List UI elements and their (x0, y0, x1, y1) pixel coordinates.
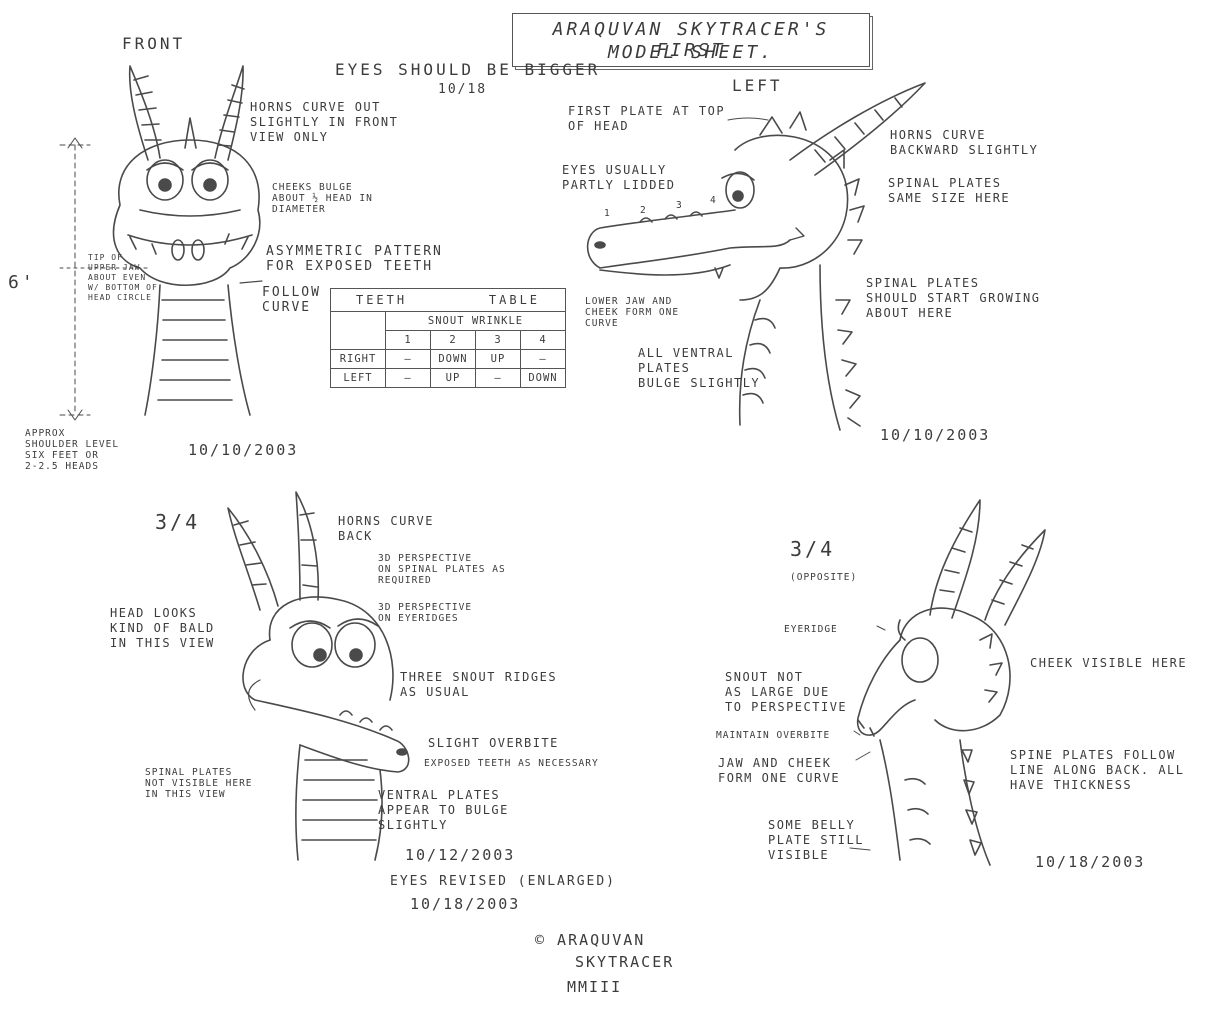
note-shoulder: APPROX SHOULDER LEVEL SIX FEET OR 2-2.5 … (25, 428, 120, 472)
note-horns-left: HORNS CURVE BACKWARD SLIGHTLY (890, 128, 1039, 157)
note-eyes-bigger-date: 10/18 (438, 82, 488, 97)
signature-line-1: © ARAQUVAN (535, 931, 646, 949)
teeth-cell: DOWN (520, 368, 566, 388)
note-cheek-visible: CHEEK VISIBLE HERE (1030, 656, 1188, 670)
view-label-opposite: (OPPOSITE) (790, 572, 858, 583)
three-quarter-opposite-view-dragon (849, 499, 1046, 866)
note-persp-eyeridges: 3D PERSPECTIVE ON EYERIDGES (378, 602, 473, 624)
note-eyes-revised: EYES REVISED (ENLARGED) (390, 874, 617, 889)
note-spine-follow: SPINE PLATES FOLLOW LINE ALONG BACK. ALL… (1010, 748, 1185, 792)
note-first-plate: FIRST PLATE AT TOP OF HEAD (568, 104, 726, 133)
title-box: ARAQUVAN SKYTRACER'S FIRST MODEL SHEET. (512, 13, 870, 67)
note-asymmetric: ASYMMETRIC PATTERN FOR EXPOSED TEETH (266, 244, 443, 274)
teeth-cell: UP (475, 349, 521, 369)
teeth-row-left: LEFT — UP — DOWN (330, 368, 566, 388)
note-num-3: 3 (676, 200, 683, 211)
note-ventral-appear: VENTRAL PLATES APPEAR TO BULGE SLIGHTLY (378, 788, 509, 832)
note-num-4: 4 (710, 195, 717, 206)
view-label-three-quarter-opposite: 3/4 (790, 537, 836, 561)
note-horns-back: HORNS CURVE BACK (338, 514, 434, 543)
note-horns-front: HORNS CURVE OUT SLIGHTLY IN FRONT VIEW O… (250, 100, 399, 144)
note-jaw-cheek: JAW AND CHEEK FORM ONE CURVE (718, 756, 841, 785)
note-eyeridge: EYERIDGE (784, 624, 838, 635)
date-eyes-revised: 10/18/2003 (410, 895, 521, 913)
note-spinal-not-visible: SPINAL PLATES NOT VISIBLE HERE IN THIS V… (145, 767, 253, 800)
note-three-ridges: THREE SNOUT RIDGES AS USUAL (400, 670, 558, 699)
teeth-col-3: 3 (475, 330, 521, 350)
teeth-cell: — (475, 368, 521, 388)
teeth-row-label: LEFT (330, 368, 386, 388)
teeth-table-title-left: TEETH (355, 293, 408, 307)
signature-line-3: MMIII (567, 978, 623, 996)
note-bald: HEAD LOOKS KIND OF BALD IN THIS VIEW (110, 606, 215, 650)
note-cheeks: CHEEKS BULGE ABOUT ½ HEAD IN DIAMETER (272, 182, 373, 215)
teeth-cell: DOWN (430, 349, 476, 369)
note-height: 6' (8, 272, 36, 293)
date-three-quarter: 10/12/2003 (405, 846, 516, 864)
teeth-col-4: 4 (520, 330, 566, 350)
left-view-dragon (586, 82, 926, 431)
title-line-1: ARAQUVAN SKYTRACER'S FIRST (552, 19, 830, 61)
note-maintain-overbite: MAINTAIN OVERBITE (716, 730, 831, 741)
note-spinal-same: SPINAL PLATES SAME SIZE HERE (888, 176, 1011, 205)
note-eyes-bigger: EYES SHOULD BE BIGGER (335, 60, 601, 79)
teeth-table: TEETH TABLE SNOUT WRINKLE 1 2 3 4 RIGHT … (330, 288, 566, 388)
date-left: 10/10/2003 (880, 426, 991, 444)
teeth-col-2: 2 (430, 330, 476, 350)
note-persp-spinal: 3D PERSPECTIVE ON SPINAL PLATES AS REQUI… (378, 553, 506, 586)
view-label-three-quarter: 3/4 (155, 510, 201, 534)
view-label-left: LEFT (732, 76, 783, 95)
note-tip-jaw: TIP OF UPPER JAW ABOUT EVEN W/ BOTTOM OF… (88, 253, 158, 302)
note-spinal-grow: SPINAL PLATES SHOULD START GROWING ABOUT… (866, 276, 1041, 320)
note-overbite: SLIGHT OVERBITE (428, 736, 559, 750)
teeth-cell: UP (430, 368, 476, 388)
title-line-2: MODEL SHEET. (607, 42, 775, 63)
teeth-col-1: 1 (385, 330, 431, 350)
teeth-table-title-right: TABLE (488, 293, 541, 307)
view-label-front: FRONT (122, 34, 186, 53)
front-view-dragon (59, 65, 263, 421)
teeth-table-header: SNOUT WRINKLE (385, 311, 566, 331)
note-lower-jaw: LOWER JAW AND CHEEK FORM ONE CURVE (585, 296, 680, 329)
date-front: 10/10/2003 (188, 441, 299, 459)
note-exposed-teeth: EXPOSED TEETH AS NECESSARY (424, 758, 599, 769)
teeth-row-right: RIGHT — DOWN UP — (330, 349, 566, 369)
note-belly-plate: SOME BELLY PLATE STILL VISIBLE (768, 818, 864, 862)
note-num-1: 1 (604, 208, 611, 219)
note-follow-curve: FOLLOW CURVE (262, 285, 321, 315)
note-num-2: 2 (640, 205, 647, 216)
teeth-cell: — (385, 368, 431, 388)
note-snout-not-large: SNOUT NOT AS LARGE DUE TO PERSPECTIVE (725, 670, 848, 714)
teeth-cell: — (520, 349, 566, 369)
note-ventral-bulge: ALL VENTRAL PLATES BULGE SLIGHTLY (638, 346, 761, 390)
note-eyes-lidded: EYES USUALLY PARTLY LIDDED (562, 163, 676, 192)
teeth-cell: — (385, 349, 431, 369)
signature-line-2: SKYTRACER (575, 953, 675, 971)
three-quarter-view-dragon (227, 491, 410, 861)
date-three-quarter-opposite: 10/18/2003 (1035, 853, 1146, 871)
teeth-row-label: RIGHT (330, 349, 386, 369)
